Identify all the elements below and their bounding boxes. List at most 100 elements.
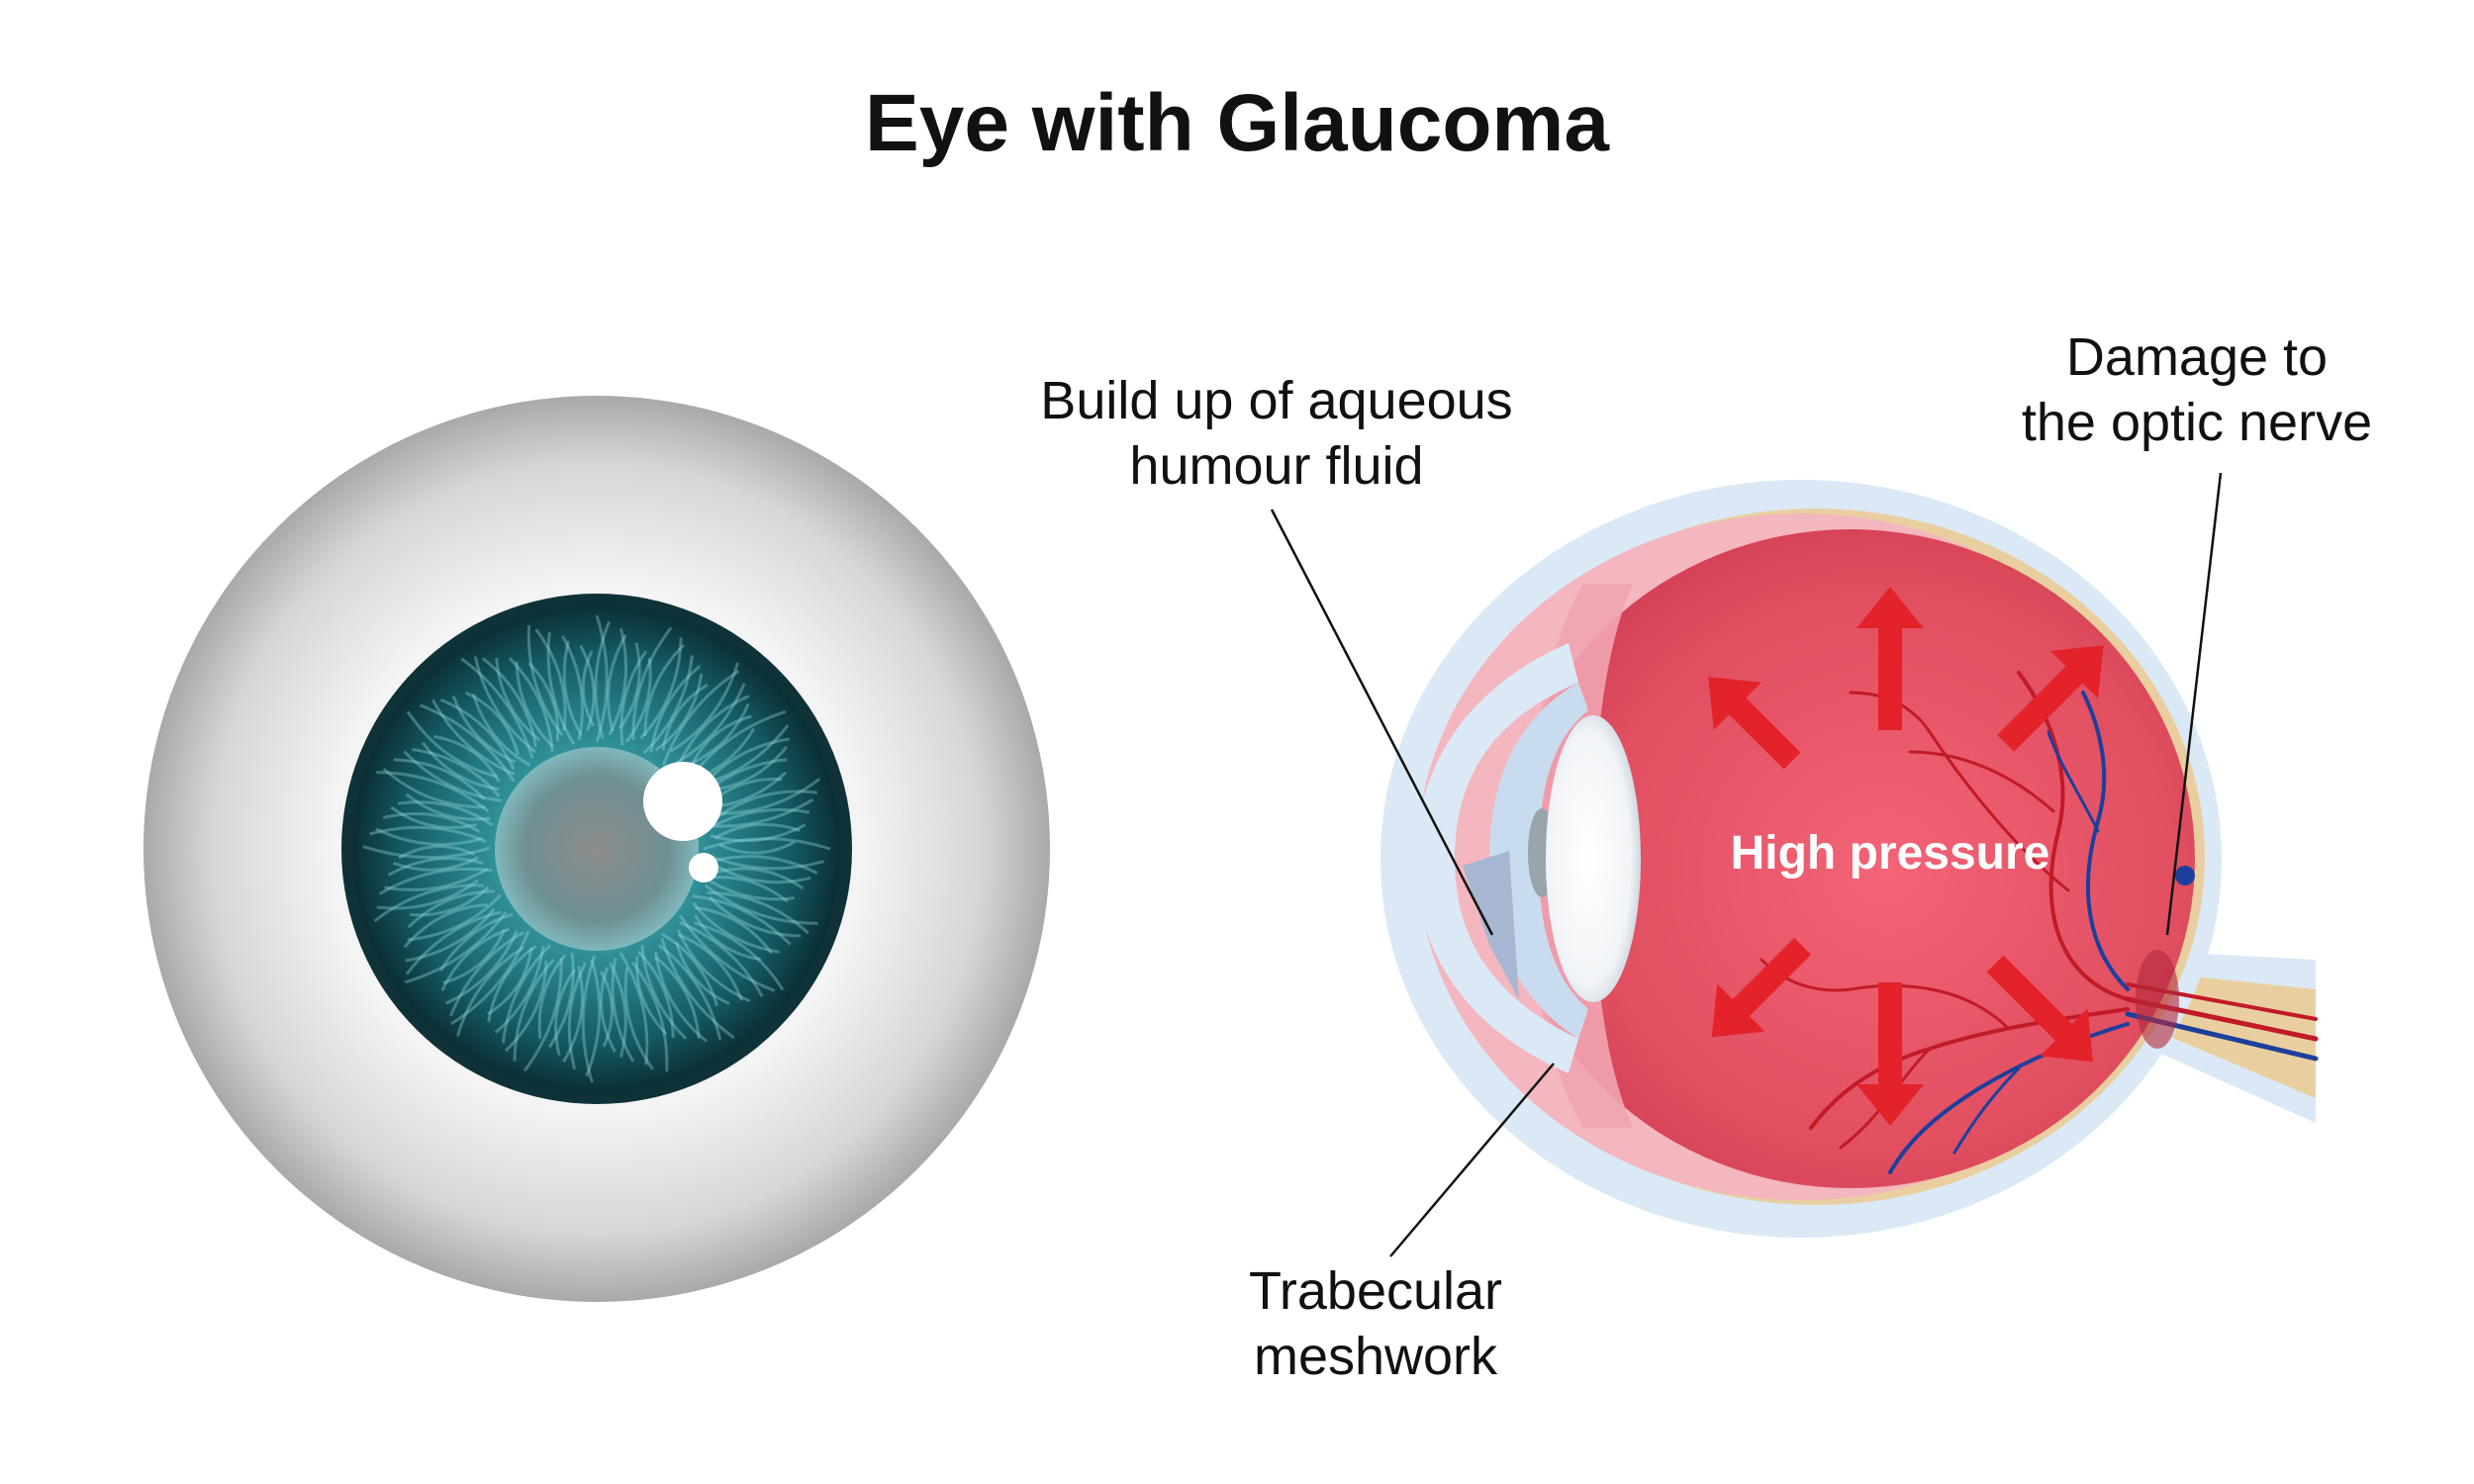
iris-fiber	[449, 930, 525, 1017]
iris-fiber	[579, 644, 596, 731]
optic-nerve-damage-label: Damage to the optic nerve	[1969, 325, 2425, 455]
pressure-arrow-icon	[1708, 677, 1801, 770]
iris-fiber	[623, 967, 654, 1070]
pressure-arrows	[1708, 587, 2104, 1126]
iris-fiber	[393, 758, 486, 801]
iris-fiber	[676, 695, 750, 769]
iris-fiber	[384, 867, 489, 891]
iris-fiber	[501, 944, 552, 1044]
iris-fiber	[376, 879, 480, 910]
iris-fiber	[406, 710, 499, 779]
iris-fiber	[581, 955, 597, 1083]
iris-fiber	[387, 857, 484, 877]
leader-damage	[2165, 472, 2223, 936]
iris-fiber	[716, 867, 805, 890]
front-eye-illustration	[143, 396, 1050, 1302]
iris-fiber	[373, 883, 484, 923]
iris-fiber	[661, 683, 709, 751]
iris-fiber	[526, 625, 564, 737]
pressure-arrow-icon	[1856, 982, 1924, 1126]
iris-fiber	[710, 778, 821, 815]
iris-fiber	[412, 748, 501, 797]
iris-fiber	[403, 903, 488, 949]
iris-fiber	[460, 657, 534, 760]
iris-fiber	[410, 885, 490, 917]
iris-fiber	[382, 812, 481, 833]
eye-cross-section-illustration: High pressure	[1380, 480, 2319, 1238]
iris-fiber	[624, 658, 652, 743]
optic-nerve-damage-line-2: the optic nerve	[2021, 393, 2373, 452]
iris-fiber	[581, 650, 596, 727]
iris-fiber	[362, 845, 491, 860]
iris-fiber	[439, 913, 514, 972]
iris-fiber	[692, 902, 780, 954]
iris-fiber	[392, 856, 480, 872]
iris-fiber	[679, 914, 776, 992]
iris-fiber	[607, 634, 627, 732]
fluid-buildup-line-1: Build up of aqueous	[1040, 371, 1513, 430]
iris-fiber	[594, 620, 611, 739]
iris-fiber	[440, 927, 511, 992]
iris-fiber	[464, 691, 520, 756]
iris-fiber	[390, 805, 477, 830]
iris-fiber	[599, 971, 614, 1048]
iris-fiber	[692, 894, 792, 946]
iris-fiber	[639, 637, 683, 740]
iris-fiber	[433, 735, 501, 783]
iris-fiber	[670, 662, 739, 753]
iris-fiber	[439, 697, 516, 771]
leader-fluid	[1270, 509, 1494, 936]
iris-fiber	[382, 768, 486, 809]
iris-fiber	[654, 951, 708, 1043]
iris-fiber	[714, 863, 811, 884]
highlight-small	[689, 853, 718, 882]
iris-fiber	[403, 750, 502, 802]
optic-disc	[2136, 950, 2179, 1049]
optic-damage-spot	[2175, 866, 2195, 885]
iris-fiber	[445, 930, 519, 1005]
trabecular-meshwork-label: Trabecular meshwork	[1207, 1258, 1544, 1389]
iris-fiber	[640, 945, 688, 1040]
iris-fiber	[585, 959, 602, 1077]
fluid-buildup-label: Build up of aqueous humour fluid	[990, 368, 1564, 499]
iris-fiber	[398, 845, 475, 860]
iris-fiber	[705, 807, 810, 832]
iris-fiber	[537, 954, 567, 1039]
iris-fiber	[523, 958, 563, 1072]
iris-fiber	[378, 867, 493, 895]
optic-nerve-damage-line-1: Damage to	[2065, 327, 2329, 387]
iris-fiber	[455, 946, 524, 1037]
iris-fiber	[451, 695, 517, 764]
iris-fiber	[654, 673, 704, 752]
iris-fiber	[630, 961, 669, 1072]
iris-fiber	[688, 714, 752, 770]
iris-fiber	[554, 969, 577, 1056]
iris-fiber	[473, 656, 536, 754]
iris-fiber	[619, 650, 648, 746]
vitreous-chamber	[1506, 529, 2195, 1188]
iris-fiber	[534, 628, 567, 731]
iris-fiber	[707, 890, 809, 935]
iris-fiber	[678, 933, 743, 1001]
iris-fiber	[404, 911, 508, 984]
iris-fiber	[375, 827, 483, 846]
iris-fiber	[695, 906, 774, 955]
iris-fiber	[660, 938, 735, 1040]
iris-fiber	[599, 966, 617, 1053]
iris-fiber	[546, 631, 576, 746]
iris-fiber	[567, 962, 587, 1070]
iris-fiber	[547, 952, 575, 1049]
iris-fiber	[608, 627, 628, 736]
iris-fiber	[504, 960, 548, 1053]
iris-fiber	[694, 921, 785, 991]
pressure-arrow-icon	[1997, 645, 2104, 752]
iris-fiber	[487, 947, 533, 1016]
iris-fiber	[703, 837, 831, 851]
iris-fiber	[708, 895, 802, 938]
iris-fiber	[561, 635, 584, 740]
iris-fiber	[643, 643, 686, 737]
pressure-arrow-icon	[1856, 587, 1924, 730]
iris-fiber	[430, 698, 516, 776]
iris-fiber	[487, 945, 537, 1022]
iris-fiber	[710, 855, 818, 875]
